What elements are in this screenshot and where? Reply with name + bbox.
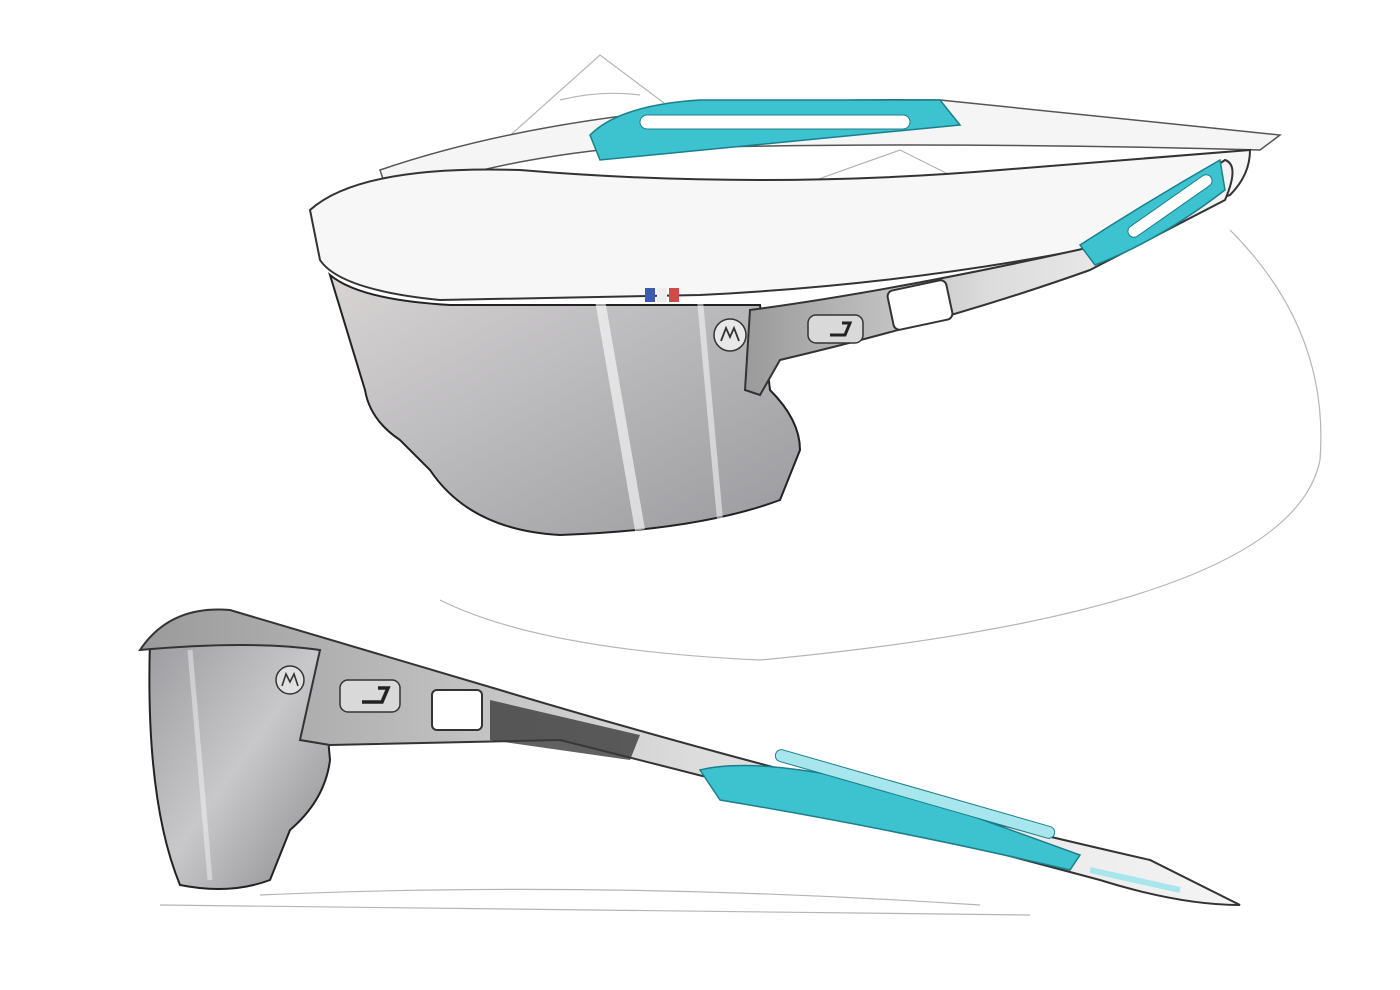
flag-stripes (645, 288, 679, 302)
temple-window (886, 279, 954, 331)
far-temple-slot (639, 114, 911, 130)
lens (328, 272, 802, 537)
j-logo-icon (807, 314, 864, 344)
far-temple-turquoise-grip (589, 99, 962, 161)
brow-frame (308, 148, 1252, 302)
glasses-three-quarter-view (308, 98, 1282, 537)
side-temple-window (431, 689, 483, 731)
side-m-logo-icon (275, 665, 305, 695)
side-temple-turquoise-grip (698, 764, 1082, 871)
side-j-logo-icon (339, 679, 401, 713)
near-temple-slot (1127, 174, 1213, 238)
side-temple-slot (774, 749, 1056, 839)
m-logo-icon (713, 318, 747, 352)
glasses-side-view (138, 608, 1241, 906)
side-temple-dark-section (490, 700, 640, 760)
near-temple-arm (743, 158, 1234, 397)
